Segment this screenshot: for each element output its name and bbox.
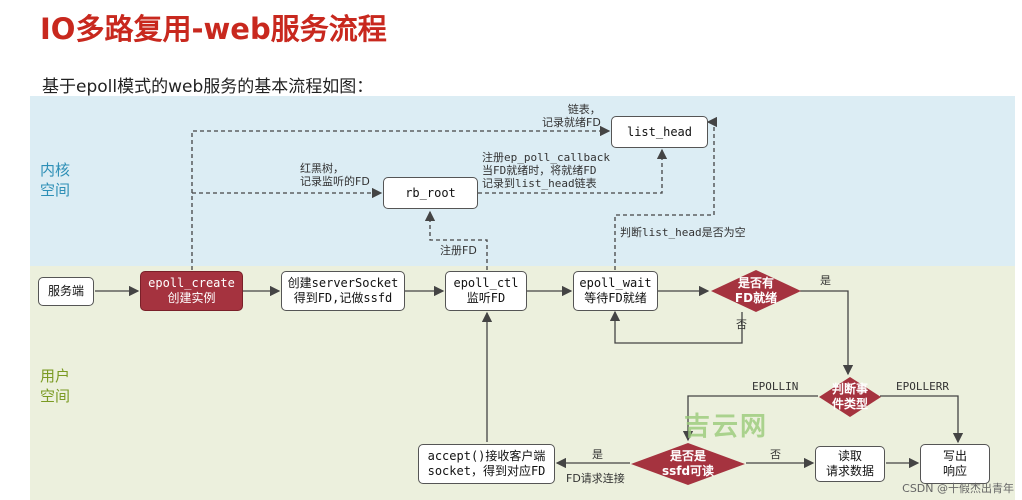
epollin-label: EPOLLIN	[752, 380, 799, 393]
is-ssfd-decision-label: 是否是 ssfd可读	[661, 449, 715, 478]
kernel-space-label: 内核 空间	[40, 161, 71, 199]
credit-text: CSDN @十假杰出青年	[902, 482, 1014, 495]
list-head-node: list_head	[611, 116, 708, 148]
rb-tree-note: 红黑树， 记录监听的FD	[300, 162, 370, 188]
arrow-create-to-listhead	[191, 125, 611, 270]
watermark: 吉云网	[684, 412, 769, 442]
fd-ready-decision: 是否有 FD就绪	[710, 269, 802, 313]
rb-root-node: rb_root	[383, 177, 478, 209]
diamond-shape	[711, 270, 801, 312]
yes-label-1: 是	[820, 274, 831, 287]
read-data-node: 读取 请求数据	[815, 446, 885, 482]
arrow-rbroot-to-listhead	[478, 148, 668, 194]
diamond-shape	[631, 443, 745, 485]
epoll-create-node: epoll_create 创建实例	[140, 271, 243, 311]
event-type-decision-label: 判断事 件类型	[831, 382, 868, 411]
list-head-note: 链表， 记录就绪FD	[542, 103, 601, 129]
epoll-wait-node: epoll_wait 等待FD就绪	[573, 271, 658, 311]
fd-ready-decision-label: 是否有 FD就绪	[734, 276, 778, 305]
server-node: 服务端	[38, 277, 94, 306]
kernel-space-zone	[30, 96, 1015, 266]
arrow-no-loop	[609, 310, 743, 344]
no-label-1: 否	[736, 318, 747, 331]
arrow-wait-to-listhead	[614, 116, 718, 270]
fd-connect-label: FD请求连接	[566, 472, 625, 485]
create-socket-node: 创建serverSocket 得到FD,记做ssfd	[281, 271, 405, 311]
callback-note: 注册ep_poll_callback 当FD就绪时，将就绪FD 记录到list_…	[482, 151, 610, 190]
user-space-label: 用户 空间	[40, 367, 71, 405]
diamond-shape	[819, 377, 881, 417]
arrow-yes-to-type	[800, 290, 854, 376]
check-list-label: 判断list_head是否为空	[620, 226, 746, 239]
page-subtitle: 基于epoll模式的web服务的基本流程如图：	[42, 77, 374, 97]
event-type-decision: 判断事 件类型	[818, 376, 882, 418]
register-fd-label: 注册FD	[440, 244, 477, 257]
epoll-ctl-node: epoll_ctl 监听FD	[445, 271, 527, 311]
no-label-2: 否	[770, 448, 781, 461]
arrow-ctl-to-rbroot	[424, 210, 488, 270]
yes-label-2: 是	[592, 448, 603, 461]
arrow-epollin	[682, 395, 818, 442]
is-ssfd-decision: 是否是 ssfd可读	[630, 442, 746, 486]
page-title: IO多路复用-web服务流程	[40, 12, 387, 46]
write-response-node: 写出 响应	[920, 444, 990, 484]
epollerr-label: EPOLLERR	[896, 380, 949, 393]
accept-node: accept()接收客户端 socket，得到对应FD	[418, 444, 555, 484]
arrow-epollerr	[880, 395, 964, 444]
